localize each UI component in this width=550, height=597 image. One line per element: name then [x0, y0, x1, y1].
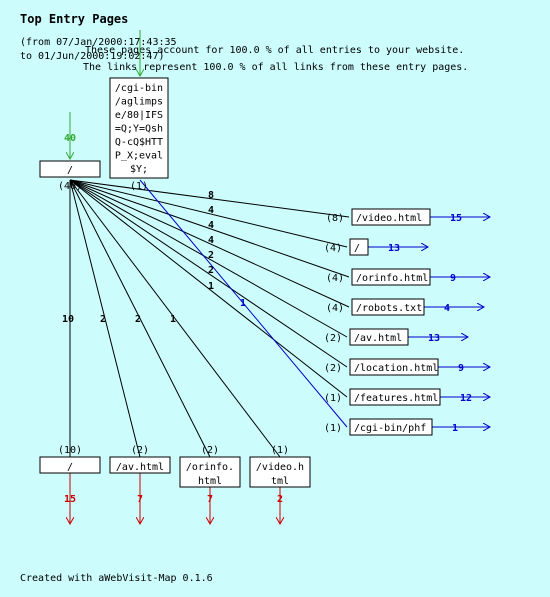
- entry-count-root: 40: [64, 133, 76, 144]
- bottom-target-count-3: (1): [271, 445, 289, 456]
- right-target-box-6: [349, 388, 441, 406]
- entry-node-cgi-label-0: /cgi-bin: [115, 83, 163, 94]
- right-target-label-7: /cgi-bin/phf: [354, 423, 426, 434]
- link-count-right-3: 4: [444, 303, 450, 314]
- right-target-label-3: /robots.txt: [356, 303, 422, 314]
- right-target-label-0: /video.html: [356, 213, 422, 224]
- entry-node-cgi-label-6: $Y;: [130, 164, 148, 175]
- bottom-target-label-1-0: /av.html: [116, 462, 164, 473]
- entry-node-cgi-label-5: P_X;eval: [115, 151, 163, 162]
- link-count-right-7: 1: [452, 423, 458, 434]
- right-target-box-2: [351, 268, 431, 286]
- bottom-target-box-0: [39, 456, 101, 474]
- entry-node-cgi-label-3: =Q;Y=Qsh: [115, 124, 163, 135]
- exit-count-bottom-0: 15: [64, 494, 76, 505]
- entry-node-root-label: /: [67, 165, 73, 176]
- entry-node-cgi-label-4: Q-cQ$HTT: [115, 137, 163, 148]
- bottom-target-label-0-0: /: [67, 462, 73, 473]
- bottom-target-count-2: (2): [201, 445, 219, 456]
- bottom-target-box-1: [109, 456, 171, 474]
- edge-weight-bottom-1: 2: [100, 314, 106, 325]
- link-count-right-4: 13: [428, 333, 440, 344]
- entry-node-root-box: [39, 160, 101, 178]
- right-target-count-5: (2): [324, 363, 342, 374]
- period-end: to 01/Jun/2000:19:02:47): [20, 51, 165, 62]
- bottom-target-count-1: (2): [131, 445, 149, 456]
- right-target-count-2: (4): [326, 273, 344, 284]
- entry-node-cgi-visits: (1): [130, 181, 148, 192]
- exit-count-bottom-3: 2: [277, 494, 283, 505]
- edge-weight-right-3: 4: [208, 235, 214, 246]
- link-count-right-0: 15: [450, 213, 462, 224]
- edge-weight-right-5: 2: [208, 265, 214, 276]
- right-target-box-0: [351, 208, 431, 226]
- edge-root-to-bottom-2: [69, 179, 211, 458]
- edge-weight-right-2: 4: [208, 220, 214, 231]
- period-start: (from 07/Jan/2000:17:43:35: [20, 37, 177, 48]
- edge-root-to-right-0: [69, 179, 350, 218]
- right-target-label-4: /av.html: [354, 333, 402, 344]
- edge-root-to-right-5: [69, 179, 348, 368]
- edge-root-to-right-2: [69, 179, 350, 278]
- edge-root-to-right-3: [69, 179, 350, 308]
- bottom-target-label-2-0: /orinfo.: [186, 462, 234, 473]
- right-target-box-5: [349, 358, 439, 376]
- footer-credit: Created with aWebVisit-Map 0.1.6: [20, 573, 213, 584]
- right-target-label-5: /location.html: [354, 363, 438, 374]
- bottom-target-label-2-1: html: [198, 476, 222, 487]
- link-count-right-6: 12: [460, 393, 472, 404]
- edge-weight-right-1: 4: [208, 205, 214, 216]
- right-target-box-1: [349, 238, 369, 256]
- edge-root-to-bottom-3: [69, 179, 281, 458]
- right-target-box-4: [349, 328, 409, 346]
- edge-weight-bottom-0: 10: [62, 314, 74, 325]
- right-target-label-1: /: [354, 243, 360, 254]
- exit-count-bottom-2: 7: [207, 494, 213, 505]
- link-count-right-2: 9: [450, 273, 456, 284]
- edge-root-to-right-1: [69, 179, 348, 248]
- right-target-count-7: (1): [324, 423, 342, 434]
- edge-weight-right-4: 2: [208, 250, 214, 261]
- right-target-count-6: (1): [324, 393, 342, 404]
- edge-root-to-right-4: [69, 179, 348, 338]
- right-target-box-7: [349, 418, 433, 436]
- exit-count-bottom-1: 7: [137, 494, 143, 505]
- bottom-target-box-3: [249, 456, 311, 488]
- right-target-count-1: (4): [324, 243, 342, 254]
- summary-links: The links represent 100.0 % of all links…: [83, 62, 468, 73]
- bottom-target-label-3-1: tml: [271, 476, 289, 487]
- entry-node-cgi-label-1: /aglimps: [115, 97, 163, 108]
- edge-root-to-bottom-1: [69, 179, 141, 458]
- entry-node-root-visits: (40): [58, 181, 82, 192]
- right-target-box-3: [351, 298, 425, 316]
- bottom-target-count-0: (10): [58, 445, 82, 456]
- edge-weight-right-0: 8: [208, 190, 214, 201]
- edges-layer: [70, 30, 490, 524]
- link-count-right-5: 9: [458, 363, 464, 374]
- page-title: Top Entry Pages: [20, 12, 128, 26]
- edge-weight-bottom-3: 1: [170, 314, 176, 325]
- right-target-count-3: (4): [326, 303, 344, 314]
- edge-weight-bottom-2: 2: [135, 314, 141, 325]
- edge-cgi-to-phf: [139, 179, 348, 428]
- entry-node-cgi-box: [109, 77, 169, 179]
- edge-weight-cgi: 1: [240, 298, 246, 309]
- right-target-label-2: /orinfo.html: [356, 273, 428, 284]
- right-target-label-6: /features.html: [354, 393, 438, 404]
- entry-node-cgi-label-2: e/80|IFS: [115, 110, 163, 121]
- bottom-target-box-2: [179, 456, 241, 488]
- edge-weight-right-6: 1: [208, 281, 214, 292]
- link-count-right-1: 13: [388, 243, 400, 254]
- right-target-count-4: (2): [324, 333, 342, 344]
- right-target-count-0: (8): [326, 213, 344, 224]
- edge-root-to-right-6: [69, 179, 348, 398]
- bottom-target-label-3-0: /video.h: [256, 462, 304, 473]
- summary-entries: These pages account for 100.0 % of all e…: [85, 45, 464, 56]
